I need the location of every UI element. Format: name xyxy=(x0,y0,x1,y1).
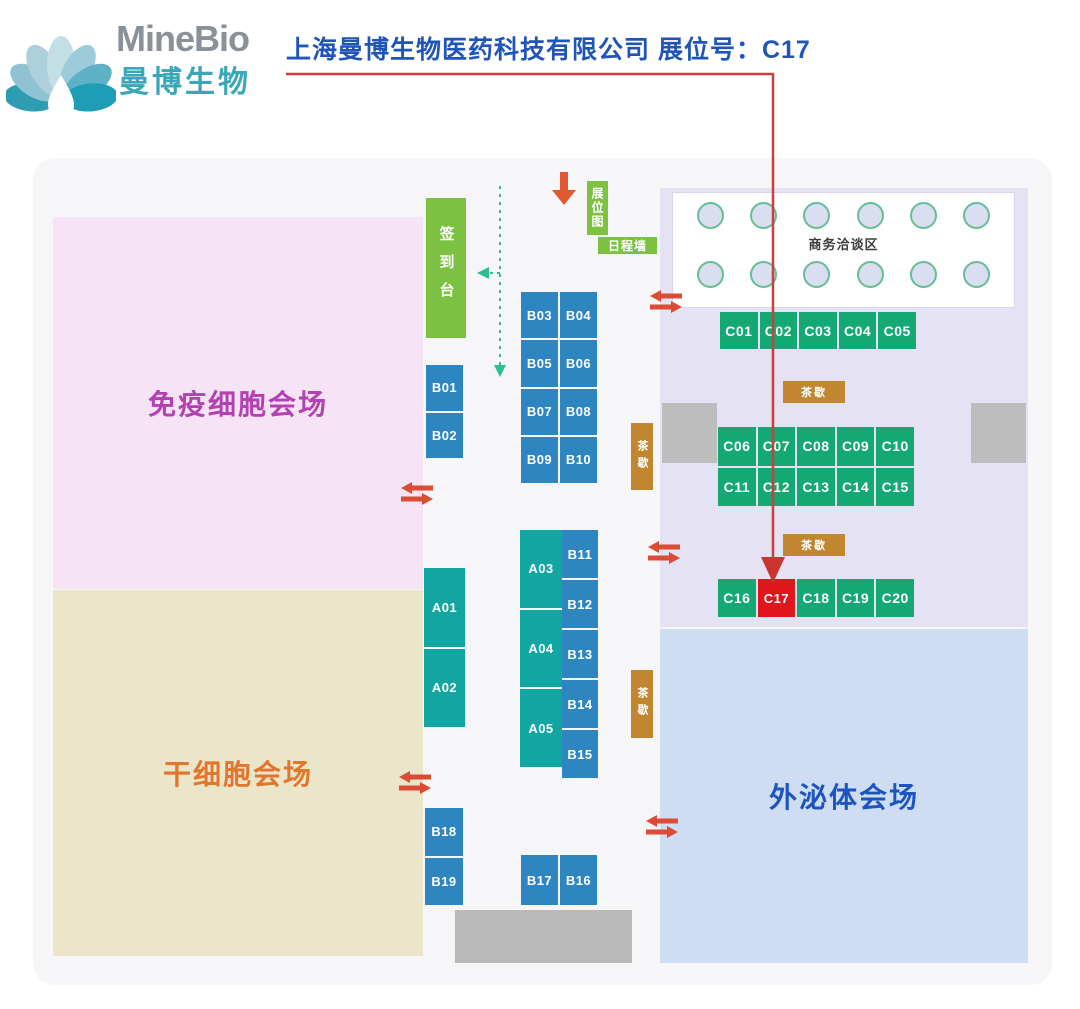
venue-area-stem-cell: 干细胞会场 xyxy=(53,590,423,956)
booth-b05: B05 xyxy=(521,340,558,387)
table-row xyxy=(673,261,1014,288)
table-circle xyxy=(803,261,831,288)
booth-c10: C10 xyxy=(876,427,914,466)
booth-block-c16-c20: C16 C17 C18 C19 C20 xyxy=(718,579,914,617)
booth-c09: C09 xyxy=(836,427,875,466)
booth-c02: C02 xyxy=(759,312,798,349)
booth-c03: C03 xyxy=(799,312,837,349)
booth-block-a03-a05: A03 A04 A05 xyxy=(520,530,562,767)
pillar-block xyxy=(971,403,1026,463)
booth-block-b11-b15: B11 B12 B13 B14 B15 xyxy=(562,530,598,778)
tea-break-station: 茶歇 xyxy=(631,670,653,738)
business-negotiation-zone: 商务洽谈区 xyxy=(672,192,1015,308)
booth-c08: C08 xyxy=(797,427,835,466)
table-circle xyxy=(909,261,937,288)
booth-block-b01-b02: B01 B02 xyxy=(426,365,463,458)
schedule-wall: 日程墙 xyxy=(598,237,657,254)
table-circle xyxy=(697,202,724,229)
booth-a04: A04 xyxy=(520,609,562,688)
booth-b02: B02 xyxy=(426,412,463,458)
booth-block-b17-b16: B17 B16 xyxy=(521,855,597,905)
booth-b19: B19 xyxy=(425,857,463,905)
booth-b14: B14 xyxy=(562,680,598,728)
venue-label-exosome: 外泌体会场 xyxy=(768,782,919,813)
table-circle xyxy=(962,261,990,288)
brand-name-cn: 曼博生物 xyxy=(119,66,251,99)
business-zone-label: 商务洽谈区 xyxy=(808,237,879,252)
booth-block-b03-b10: B03 B04 B05 B06 B07 B08 B09 B10 xyxy=(521,292,597,483)
floorplan-wall: 展位图 xyxy=(587,181,608,235)
venue-area-exosome: 外泌体会场 xyxy=(660,629,1028,963)
booth-b18: B18 xyxy=(425,808,463,856)
booth-b06: B06 xyxy=(560,340,597,387)
booth-b15: B15 xyxy=(562,730,598,778)
logo-droplet xyxy=(48,75,74,118)
booth-b08: B08 xyxy=(560,388,597,435)
booth-a01: A01 xyxy=(424,568,465,647)
table-circle xyxy=(803,202,831,229)
booth-b07: B07 xyxy=(521,388,558,435)
booth-c11: C11 xyxy=(718,467,756,506)
tea-break-station: 茶歇 xyxy=(631,423,653,490)
booth-c17-highlighted: C17 xyxy=(757,579,796,617)
brand-name-en: MineBio xyxy=(116,18,250,59)
venue-area-immune-cell: 免疫细胞会场 xyxy=(53,217,423,589)
booth-c18: C18 xyxy=(797,579,835,617)
booth-b13: B13 xyxy=(562,630,598,678)
booth-b04: B04 xyxy=(560,292,597,339)
booth-block-b18-b19: B18 B19 xyxy=(425,808,463,905)
logo-petals xyxy=(6,36,116,112)
booth-c19: C19 xyxy=(836,579,875,617)
booth-b16: B16 xyxy=(560,855,597,905)
stage-block xyxy=(455,910,632,963)
booth-c04: C04 xyxy=(838,312,877,349)
booth-b01: B01 xyxy=(426,365,463,411)
booth-c14: C14 xyxy=(836,467,875,506)
minebio-logo xyxy=(6,36,116,118)
tea-break-station: 茶歇 xyxy=(783,534,845,556)
table-circle xyxy=(856,261,884,288)
booth-b03: B03 xyxy=(521,292,558,339)
booth-block-c06-c15: C06 C07 C08 C09 C10 C11 C12 C13 C14 C15 xyxy=(718,427,914,506)
booth-c12: C12 xyxy=(757,467,796,506)
booth-c05: C05 xyxy=(878,312,916,349)
booth-c16: C16 xyxy=(718,579,756,617)
booth-c20: C20 xyxy=(876,579,914,617)
table-circle xyxy=(909,202,937,229)
booth-b17: B17 xyxy=(521,855,558,905)
booth-c07: C07 xyxy=(757,427,796,466)
table-circle xyxy=(750,202,778,229)
booth-b12: B12 xyxy=(562,580,598,628)
booth-b09: B09 xyxy=(521,436,558,483)
venue-label-immune: 免疫细胞会场 xyxy=(147,389,328,420)
booth-b10: B10 xyxy=(560,436,597,483)
booth-a02: A02 xyxy=(424,648,465,727)
table-row xyxy=(673,202,1014,229)
page-title: 上海曼博生物医药科技有限公司 展位号：C17 xyxy=(286,36,811,64)
booth-c13: C13 xyxy=(797,467,835,506)
table-circle xyxy=(856,202,884,229)
booth-c01: C01 xyxy=(720,312,758,349)
booth-a05: A05 xyxy=(520,689,562,767)
venue-label-stem: 干细胞会场 xyxy=(162,759,313,790)
booth-a03: A03 xyxy=(520,530,562,608)
table-circle xyxy=(750,261,778,288)
table-circle xyxy=(962,202,990,229)
booth-c15: C15 xyxy=(876,467,914,506)
booth-b11: B11 xyxy=(562,530,598,578)
signin-desk: 签到台 xyxy=(426,198,466,338)
tea-break-station: 茶歇 xyxy=(783,381,845,403)
table-circle xyxy=(697,261,724,288)
booth-block-c01-c05: C01 C02 C03 C04 C05 xyxy=(720,312,916,349)
booth-c06: C06 xyxy=(718,427,756,466)
booth-block-a01-a02: A01 A02 xyxy=(424,568,465,727)
pillar-block xyxy=(662,403,717,463)
